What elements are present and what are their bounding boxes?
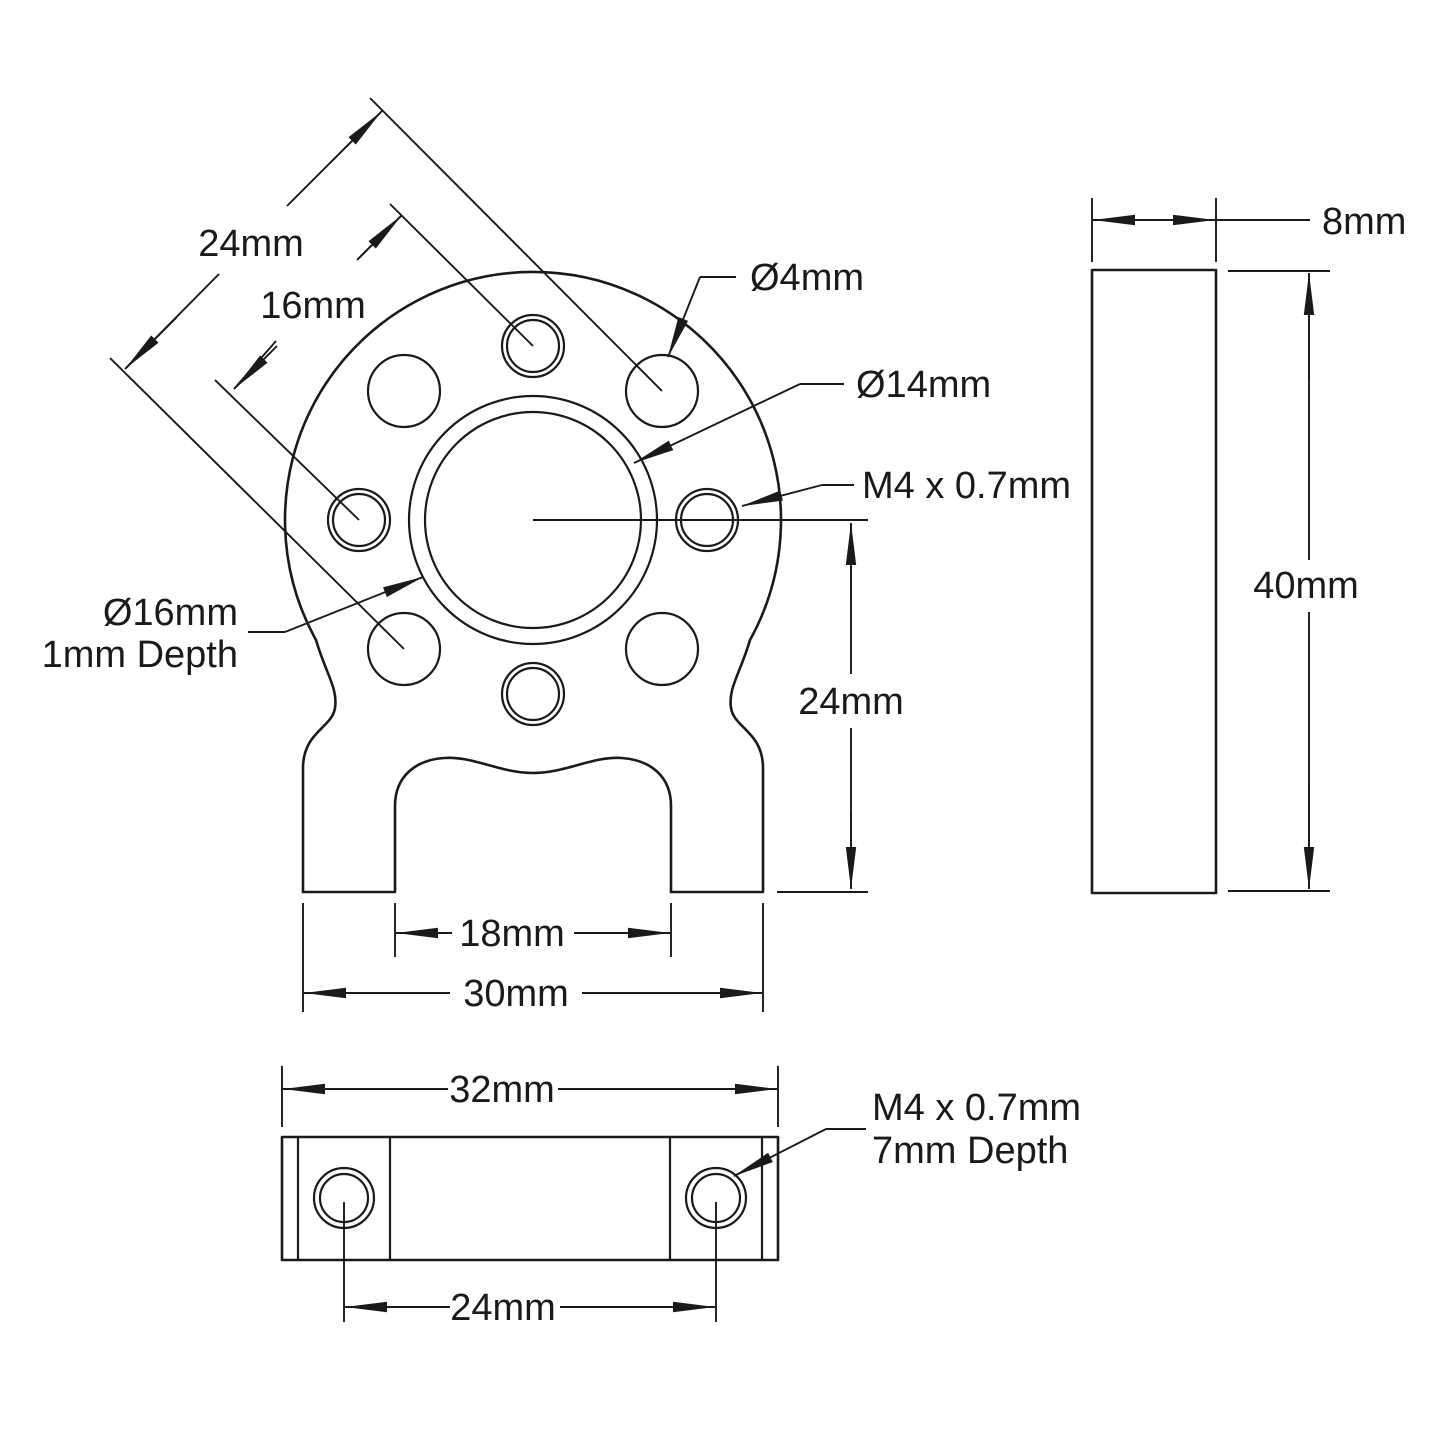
dim-label-base-width: 30mm	[463, 973, 569, 1015]
through-hole-sw	[366, 611, 442, 687]
leader-tapped-hole: M4 x 0.7mm	[741, 465, 1071, 507]
bottom-view: 32mm M4 x 0.7mm 7mm Depth 24mm	[280, 1066, 1081, 1329]
tapped-hole-top	[500, 313, 566, 379]
front-view: 24mm 16mm Ø4mm Ø14mm M4 x 0.	[42, 97, 1071, 1015]
dim-label-slot-width: 18mm	[459, 913, 565, 955]
label-bore: Ø14mm	[856, 364, 991, 406]
arrowhead	[284, 576, 424, 633]
label-recess-diameter: Ø16mm	[103, 592, 238, 634]
dim-height-40mm: 40mm	[1228, 270, 1359, 892]
dim-base-30mm: 30mm	[302, 903, 764, 1015]
arrowhead	[357, 215, 402, 260]
dim-label-thickness: 8mm	[1322, 201, 1406, 243]
through-hole-se	[624, 611, 700, 687]
bottom-outline	[280, 1135, 780, 1262]
arrowhead	[741, 484, 823, 507]
dim-bolt-circle-24mm: 24mm	[109, 97, 663, 650]
side-outline	[1090, 268, 1218, 895]
arrowhead	[667, 276, 701, 358]
dim-slot-18mm: 18mm	[394, 903, 672, 957]
arrowhead	[733, 1128, 827, 1177]
leader-recess: Ø16mm 1mm Depth	[42, 576, 424, 676]
front-outline	[283, 270, 783, 894]
dim-label-height: 40mm	[1253, 565, 1359, 607]
dim-width-32mm: 32mm	[281, 1066, 779, 1127]
label-recess-depth: 1mm Depth	[42, 634, 238, 676]
side-view: 8mm 40mm	[1090, 198, 1406, 895]
leader-base-tapped-hole: M4 x 0.7mm 7mm Depth	[733, 1087, 1081, 1177]
dim-thickness-8mm: 8mm	[1091, 198, 1406, 262]
tapped-hole-left	[326, 487, 392, 553]
dim-bolt-circle-16mm: 16mm	[214, 203, 534, 521]
arrowhead	[234, 345, 278, 389]
label-through-hole: Ø4mm	[750, 257, 864, 299]
dim-label-bottom-width: 32mm	[449, 1069, 555, 1111]
arrowhead	[633, 383, 801, 464]
dim-center-height-24mm: 24mm	[533, 519, 904, 893]
leader-bore: Ø14mm	[633, 364, 991, 464]
leader-through-hole: Ø4mm	[667, 257, 864, 358]
through-hole-ne	[624, 353, 700, 429]
arrowhead	[329, 111, 382, 164]
dim-label-center-height: 24mm	[798, 681, 904, 723]
tapped-hole-bottom	[500, 661, 566, 727]
dim-label-24mm-diagonal: 24mm	[198, 223, 304, 265]
through-hole-nw	[366, 353, 442, 429]
arrowhead	[125, 316, 178, 369]
dim-label-16mm-diagonal: 16mm	[260, 285, 366, 327]
label-base-tap-size: M4 x 0.7mm	[872, 1087, 1081, 1129]
label-base-tap-depth: 7mm Depth	[872, 1130, 1068, 1172]
dim-hole-spacing-24mm: 24mm	[343, 1202, 717, 1329]
label-tapped-hole: M4 x 0.7mm	[862, 465, 1071, 507]
dim-label-hole-spacing: 24mm	[450, 1287, 556, 1329]
